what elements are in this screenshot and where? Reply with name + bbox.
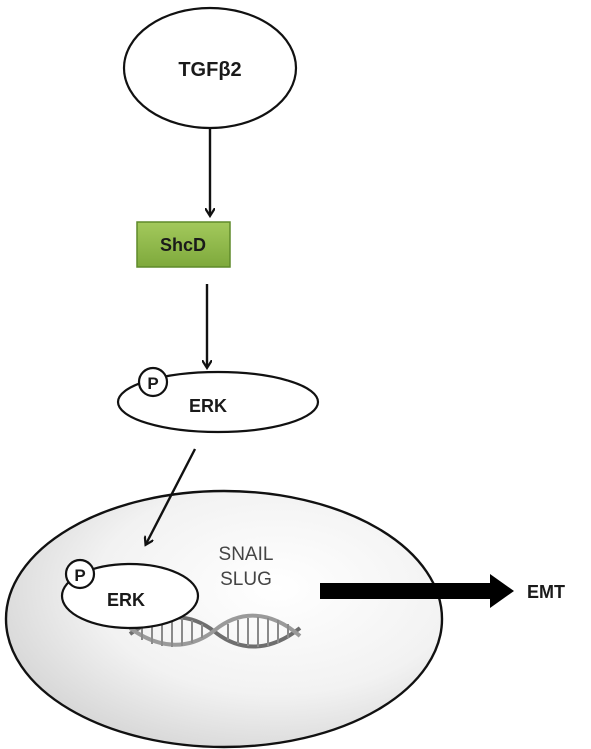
phospho-badge-nucleus: P <box>64 558 96 590</box>
erk-nucleus-node: ERK P <box>60 558 200 630</box>
shcd-label: ShcD <box>160 235 206 255</box>
erk-cytoplasm-label: ERK <box>189 396 227 416</box>
snail-label: SNAIL <box>219 544 274 565</box>
erk-nucleus-label: ERK <box>107 590 145 610</box>
phospho-label-cytoplasm: P <box>147 374 158 393</box>
shcd-node: ShcD <box>136 221 231 268</box>
phospho-badge-cytoplasm: P <box>137 366 169 398</box>
arrow-to-emt <box>320 574 514 608</box>
emt-label: EMT <box>527 582 565 602</box>
phospho-label-nucleus: P <box>74 566 85 585</box>
arrow-erk-to-nucleus <box>146 448 197 544</box>
slug-label: SLUG <box>220 569 272 590</box>
tgfb2-node: TGFβ2 <box>122 6 298 130</box>
tgfb2-label: TGFβ2 <box>178 59 241 81</box>
nucleus <box>4 489 444 749</box>
erk-cytoplasm-node: ERK P <box>116 366 320 434</box>
